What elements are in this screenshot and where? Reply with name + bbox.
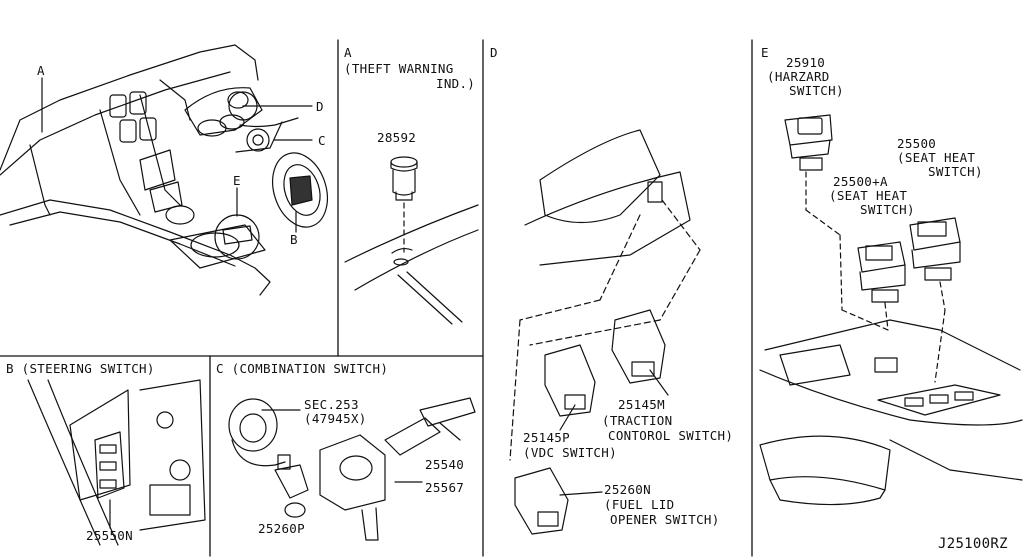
part-number-28592: 28592 [377, 130, 417, 145]
panel-b-heading: B (STEERING SWITCH) [6, 361, 155, 376]
panel-a-caption-line1: (THEFT WARNING [344, 61, 454, 76]
callout-c: C [318, 133, 326, 148]
panel-a-letter: A [344, 45, 352, 60]
section-reference-47945x: (47945X) [304, 411, 367, 426]
part-25910-desc-line2: SWITCH) [789, 83, 844, 98]
callout-e: E [233, 173, 241, 188]
combination-switch-drawing [228, 397, 476, 541]
dashboard-overview-drawing [0, 44, 328, 296]
part-25145p-desc-line1: (VDC SWITCH) [523, 445, 617, 460]
section-reference-253: SEC.253 [304, 397, 359, 412]
part-25500-a-desc-line1: (SEAT HEAT [829, 188, 908, 203]
center-console-switch-drawing [759, 114, 1023, 506]
part-25500-desc-line1: (SEAT HEAT [897, 150, 976, 165]
part-number-25145m: 25145M [618, 397, 665, 412]
part-number-25500-a: 25500+A [833, 174, 888, 189]
panel-e-letter: E [761, 45, 769, 60]
part-25260n-desc-line1: (FUEL LID [604, 497, 675, 512]
part-25910-desc-line1: (HARZARD [767, 69, 830, 84]
diagram-code: J25100RZ [938, 536, 1008, 552]
part-25500-desc-line2: SWITCH) [928, 164, 983, 179]
steering-switch-drawing [27, 379, 206, 546]
callout-a: A [37, 63, 45, 78]
part-number-25500: 25500 [897, 136, 937, 151]
theft-warning-indicator-drawing [344, 156, 479, 325]
part-number-25145p: 25145P [523, 430, 570, 445]
panel-borders [0, 39, 753, 557]
part-number-25550n: 25550N [86, 528, 133, 543]
part-25145m-desc-line1: (TRACTION [602, 413, 673, 428]
part-number-25260n: 25260N [604, 482, 651, 497]
part-number-25540: 25540 [425, 457, 465, 472]
part-number-25910: 25910 [786, 55, 826, 70]
part-25260n-desc-line2: OPENER SWITCH) [610, 512, 720, 527]
part-25500-a-desc-line2: SWITCH) [860, 202, 915, 217]
part-number-25567: 25567 [425, 480, 465, 495]
part-25145m-desc-line2: CONTOROL SWITCH) [608, 428, 734, 443]
panel-c-heading: C (COMBINATION SWITCH) [216, 361, 389, 376]
console-switch-bank-drawing [509, 129, 701, 535]
part-number-25260p: 25260P [258, 521, 305, 536]
panel-a-caption-line2: IND.) [436, 76, 476, 91]
callout-b: B [290, 232, 298, 247]
panel-d-letter: D [490, 45, 498, 60]
callout-d: D [316, 99, 324, 114]
